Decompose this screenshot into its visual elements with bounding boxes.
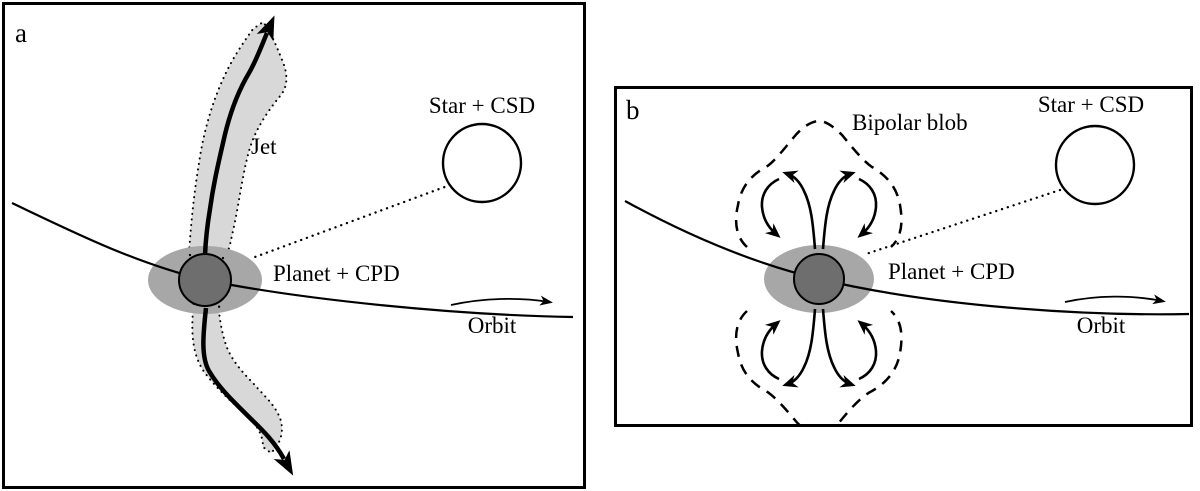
panel-letter: a (15, 18, 27, 48)
star-planet-connector (864, 188, 1062, 256)
bipolar-blob-label: Bipolar blob (852, 110, 968, 135)
circulation-bottom-right-return (857, 320, 878, 381)
bipolar-blob-outline-bottom (734, 310, 903, 424)
circulation-top-right-return (857, 177, 878, 238)
circulation-bottom-left-down (782, 308, 817, 388)
star-circle (1054, 124, 1136, 206)
panel-letter: b (626, 95, 640, 125)
circulation-bottom-left-return (760, 320, 781, 381)
circulation-bottom-right-down (821, 308, 856, 388)
panel-b-canvas: b Bipolar blob Star + CSD Planet + CPD O… (624, 92, 1190, 424)
circulation-top-left-return (760, 177, 781, 238)
planet-label: Planet + CPD (888, 259, 1015, 284)
orbit-direction-arrow (450, 295, 553, 306)
star-label: Star + CSD (1038, 92, 1144, 117)
circulation-top-right-up (821, 170, 856, 250)
planet-circle (178, 253, 232, 307)
star-circle (441, 122, 523, 204)
jet-arrow-lower (201, 307, 294, 476)
jet-arrow-upper (202, 15, 275, 278)
jet-label: Jet (251, 134, 277, 159)
bipolar-blob-outline-top (734, 119, 903, 248)
jet-envelope-lower (191, 310, 283, 455)
circulation-top-left-up (782, 170, 817, 250)
orbit-label: Orbit (468, 313, 517, 338)
panel-a-canvas: a Jet Star + CSD Planet + CPD Orbit (11, 15, 574, 476)
star-label: Star + CSD (429, 93, 535, 118)
panel-a: a Jet Star + CSD Planet + CPD Orbit (2, 2, 586, 489)
panel-b: b Bipolar blob Star + CSD Planet + CPD O… (614, 86, 1193, 427)
planet-circle (793, 253, 845, 305)
orbit-label: Orbit (1077, 313, 1126, 338)
star-planet-connector (253, 183, 452, 259)
orbit-direction-arrow (1064, 294, 1166, 305)
planet-label: Planet + CPD (273, 261, 400, 286)
orbit-path (624, 200, 1190, 316)
